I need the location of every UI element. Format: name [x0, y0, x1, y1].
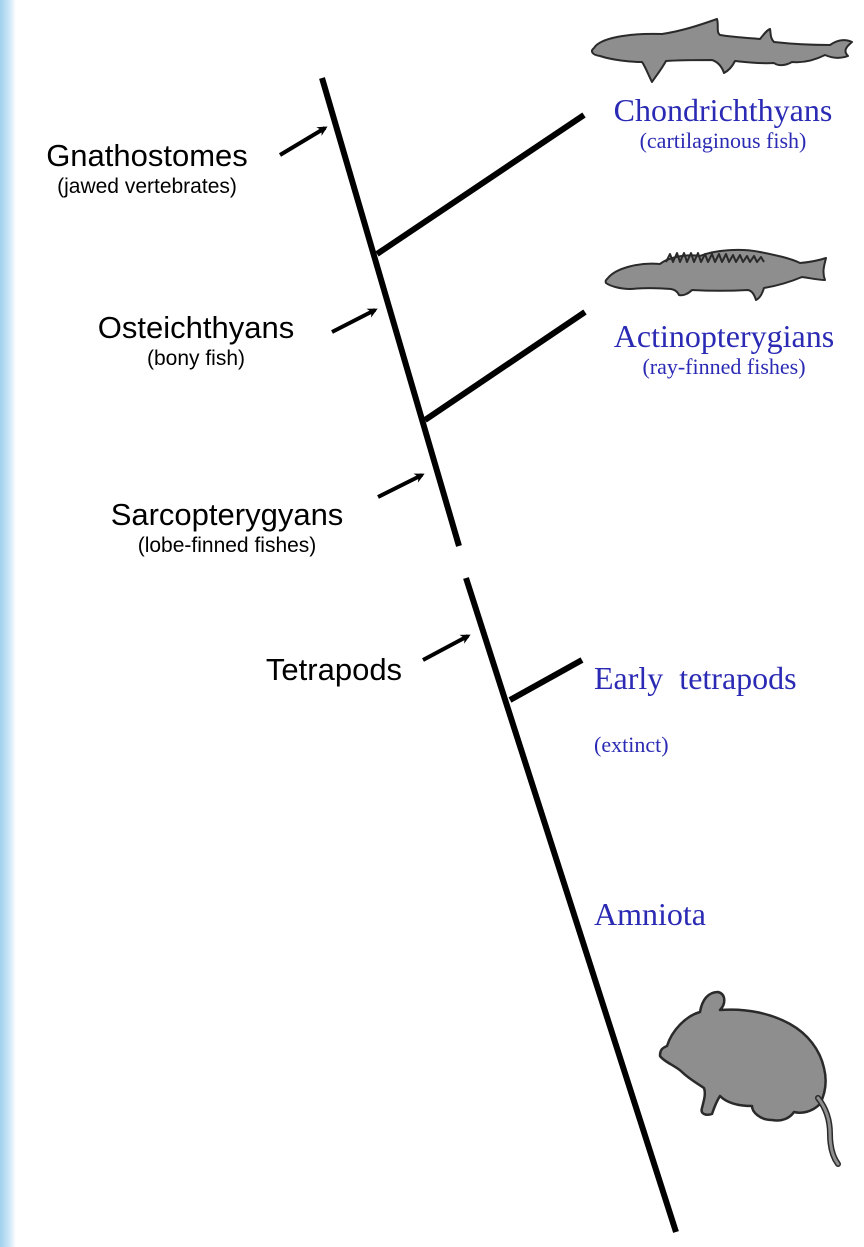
branch-chondrichthyans — [377, 115, 584, 254]
arrow-sarcopterygyans — [378, 475, 422, 497]
branch-early-tetrapods — [510, 660, 582, 700]
node-sarcopterygyans: Sarcopterygyans (lobe-finned fishes) — [82, 497, 372, 559]
node-osteichthyans: Osteichthyans (bony fish) — [70, 310, 322, 372]
arrow-tetrapods — [423, 636, 468, 660]
node-detail: (bony fish) — [70, 346, 322, 372]
node-name: Tetrapods — [244, 652, 424, 688]
taxon-detail: (extinct) — [594, 732, 854, 758]
taxon-name: Chondrichthyans — [590, 92, 856, 128]
taxon-name: Actinopterygians — [590, 318, 858, 354]
taxon-amniota: Amniota — [594, 896, 794, 932]
taxon-detail: (cartilaginous fish) — [590, 128, 856, 154]
taxon-name: Amniota — [594, 896, 794, 932]
node-detail: (jawed vertebrates) — [18, 174, 276, 200]
taxon-detail: (ray-finned fishes) — [590, 354, 858, 380]
node-detail: (lobe-finned fishes) — [82, 533, 372, 559]
taxon-actinopterygians: Actinopterygians (ray-finned fishes) — [590, 318, 858, 380]
node-gnathostomes: Gnathostomes (jawed vertebrates) — [18, 138, 276, 200]
mouse-silhouette-icon — [660, 992, 838, 1164]
arrow-gnathostomes — [280, 128, 325, 155]
node-tetrapods: Tetrapods — [244, 652, 424, 688]
ray-finned-fish-silhouette-icon — [606, 250, 826, 300]
trunk-upper — [322, 78, 459, 546]
shark-silhouette-icon — [592, 19, 852, 82]
taxon-chondrichthyans: Chondrichthyans (cartilaginous fish) — [590, 92, 856, 154]
taxon-name: Early tetrapods — [594, 660, 854, 696]
branch-actinopterygians — [425, 312, 585, 420]
arrow-osteichthyans — [332, 310, 375, 332]
node-name: Gnathostomes — [18, 138, 276, 174]
node-name: Osteichthyans — [70, 310, 322, 346]
taxon-early-tetrapods: Early tetrapods (extinct) — [594, 624, 854, 776]
node-name: Sarcopterygyans — [82, 497, 372, 533]
